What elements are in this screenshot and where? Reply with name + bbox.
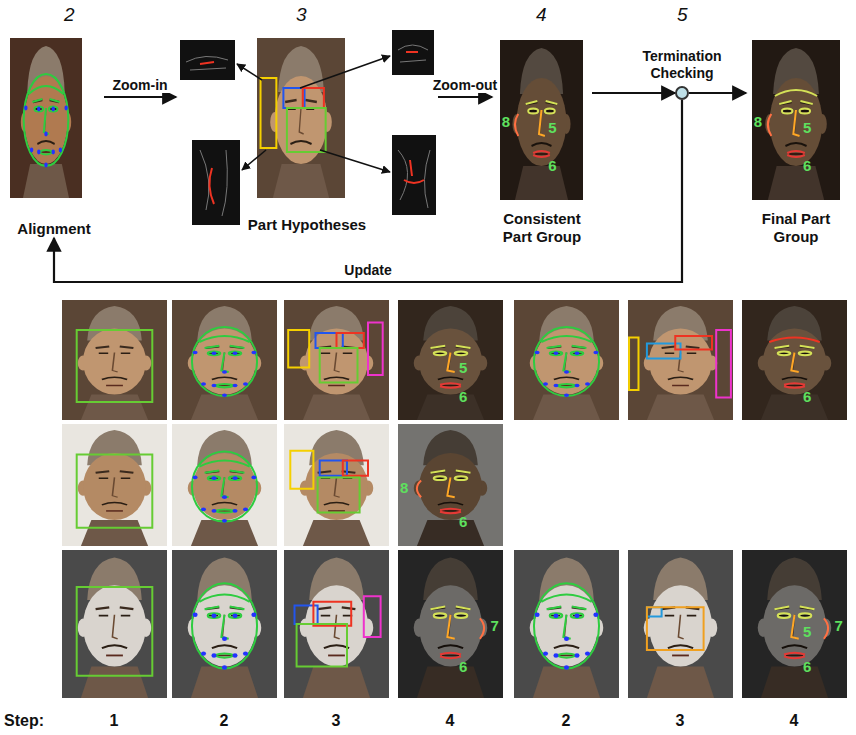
step-label: 4 xyxy=(790,712,799,730)
part-number: 6 xyxy=(803,659,811,675)
edge-label: Zoom-in xyxy=(110,77,169,93)
flow-arrow xyxy=(438,96,492,98)
part-number: 6 xyxy=(459,389,467,405)
part-number: 6 xyxy=(803,158,811,174)
part-number: 5 xyxy=(548,120,556,136)
step-label: 4 xyxy=(446,712,455,730)
part-number: 5 xyxy=(459,360,467,376)
panel-label: Part Hypotheses xyxy=(176,216,438,234)
edge-label: Zoom-out xyxy=(431,77,500,93)
image-panel: Consistent Part Group xyxy=(492,40,592,246)
part-number: 7 xyxy=(834,618,842,634)
part-number: 6 xyxy=(548,158,556,174)
part-number: 7 xyxy=(490,618,498,634)
stage-number: 3 xyxy=(296,4,307,26)
part-number: 6 xyxy=(803,389,811,405)
panel-label: Final Part Group xyxy=(746,210,846,246)
step-label: 2 xyxy=(562,712,571,730)
step-label: 2 xyxy=(220,712,229,730)
stage-number: 4 xyxy=(536,4,547,26)
panel-label: Alignment xyxy=(4,220,104,238)
flow-arrow xyxy=(689,92,746,94)
junction-circle: Termination Checking xyxy=(675,86,689,100)
image-panel: Final Part Group xyxy=(746,40,846,246)
step-label: 1 xyxy=(110,712,119,730)
part-number: 5 xyxy=(803,624,811,640)
stage-number: 2 xyxy=(64,4,75,26)
step-label: 3 xyxy=(676,712,685,730)
image-panel: Part Hypotheses xyxy=(176,38,438,234)
step-label: 3 xyxy=(332,712,341,730)
edge-label: Update xyxy=(342,262,393,278)
part-number: 8 xyxy=(754,114,762,130)
part-number: 8 xyxy=(400,480,408,496)
part-number: 6 xyxy=(459,659,467,675)
image-panel: Alignment xyxy=(4,38,104,238)
panel-label: Consistent Part Group xyxy=(492,210,592,246)
step-label: Step: xyxy=(4,712,44,730)
flow-arrow xyxy=(104,96,176,98)
stage-number: 5 xyxy=(677,4,688,26)
flow-arrow xyxy=(592,92,675,94)
part-number: 5 xyxy=(803,120,811,136)
flow-arrow xyxy=(54,100,682,282)
part-number: 8 xyxy=(502,114,510,130)
part-number: 6 xyxy=(459,514,467,530)
node-caption: Termination Checking xyxy=(622,48,742,82)
